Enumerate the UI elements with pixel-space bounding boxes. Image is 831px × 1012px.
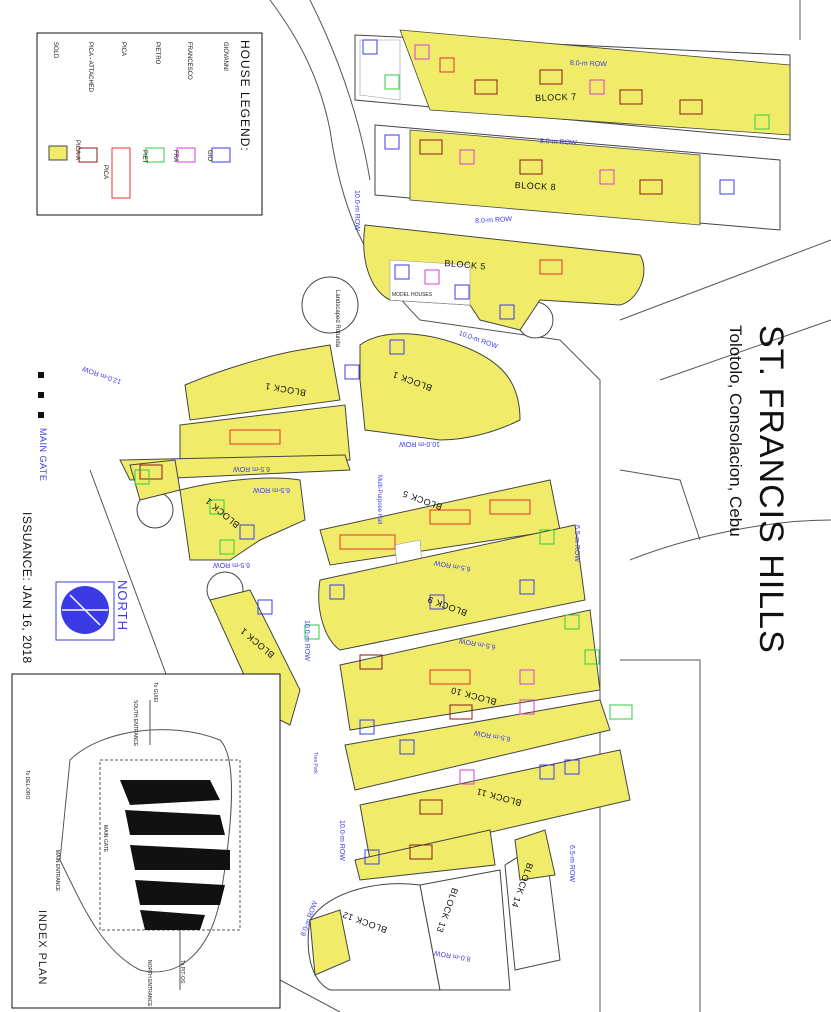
house-markers [134,39,770,865]
page-subtitle: Tolotolo, Consolacion, Cebu [726,325,745,537]
legend-code-fra: FRA [172,150,178,162]
page-title: ST. FRANCIS HILLS [752,325,790,654]
block-7 [354,29,791,141]
legend-swatches [48,145,231,199]
road-label: 10.0-m ROW [303,620,310,661]
index-plan-map [59,700,241,990]
road-label: 10.0-m ROW [353,190,360,231]
index-label-south-entrance: SOUTH ENTRANCE [132,700,138,747]
block-label: BLOCK 8 [514,180,557,193]
block-11 [354,749,631,881]
legend-code-pica-a: PICA-A [74,140,80,161]
road-label: 10.0-m ROW [399,440,440,447]
road-label: 8.0-m ROW [569,60,607,69]
legend-code-piet: PIET [141,150,147,164]
road-label: 6.5-m ROW [213,561,250,568]
legend-box [36,32,263,216]
hall-label: Multi-Purpose Hall [376,475,382,525]
legend-code-gio: GIO [206,150,212,162]
index-plan-title: INDEX PLAN [36,910,48,986]
block-5-upper [363,224,645,331]
north-arrow-icon [55,581,115,641]
road-label: 6.5-m ROW [233,465,270,472]
legend-item-pica-attached: PICA - ATTACHED [87,42,93,93]
block-label: BLOCK 7 [535,91,577,103]
road-label: 6.5-m ROW [568,845,575,882]
block-8 [374,124,781,231]
legend-item-pietro: PIETRO [154,42,160,65]
road-label: 6.5-m ROW [573,525,580,562]
block-1-left [119,344,351,481]
index-label-to-pit-os: To PIT-OS [179,960,185,984]
legend-item-francesco: FRANCESCO [186,42,192,80]
legend-item-sold: SOLD [52,42,58,59]
road-label: 6.5-m ROW [253,486,290,493]
index-label-main-gate: MAIN GATE [102,825,108,853]
rotunda-label: Landscaped Rotunda [334,290,340,348]
index-label-to-del-oro: To DEL-ORO [24,770,30,800]
landscaped-rotunda [301,276,359,334]
legend-code-pica: PICA [102,165,108,180]
main-gate-label: MAIN GATE [38,428,48,482]
issuance-date: ISSUANCE: JAN 16, 2018 [20,512,34,664]
model-houses-label: MODEL HOUSES [392,292,433,298]
tree-park-label: Tree Park [312,752,318,774]
north-label: NORTH [115,580,130,631]
index-label-main-entrance: MAIN ENTRANCE [54,850,60,892]
index-label-to-guiei: To GUIEI [152,682,158,703]
gate-markers [38,372,44,418]
index-plan-box [11,673,281,1009]
legend-title: HOUSE LEGEND: [238,40,252,152]
legend-item-giovanni: GIOVANNI [222,42,228,71]
block-1-right [359,333,521,441]
legend-item-pica: PICA [120,42,126,57]
road-label: 10.0-m ROW [338,820,345,861]
block-9 [318,524,586,651]
index-label-north-entrance: NORTH ENTRANCE [146,960,152,1007]
block-12-13-14 [307,829,561,991]
